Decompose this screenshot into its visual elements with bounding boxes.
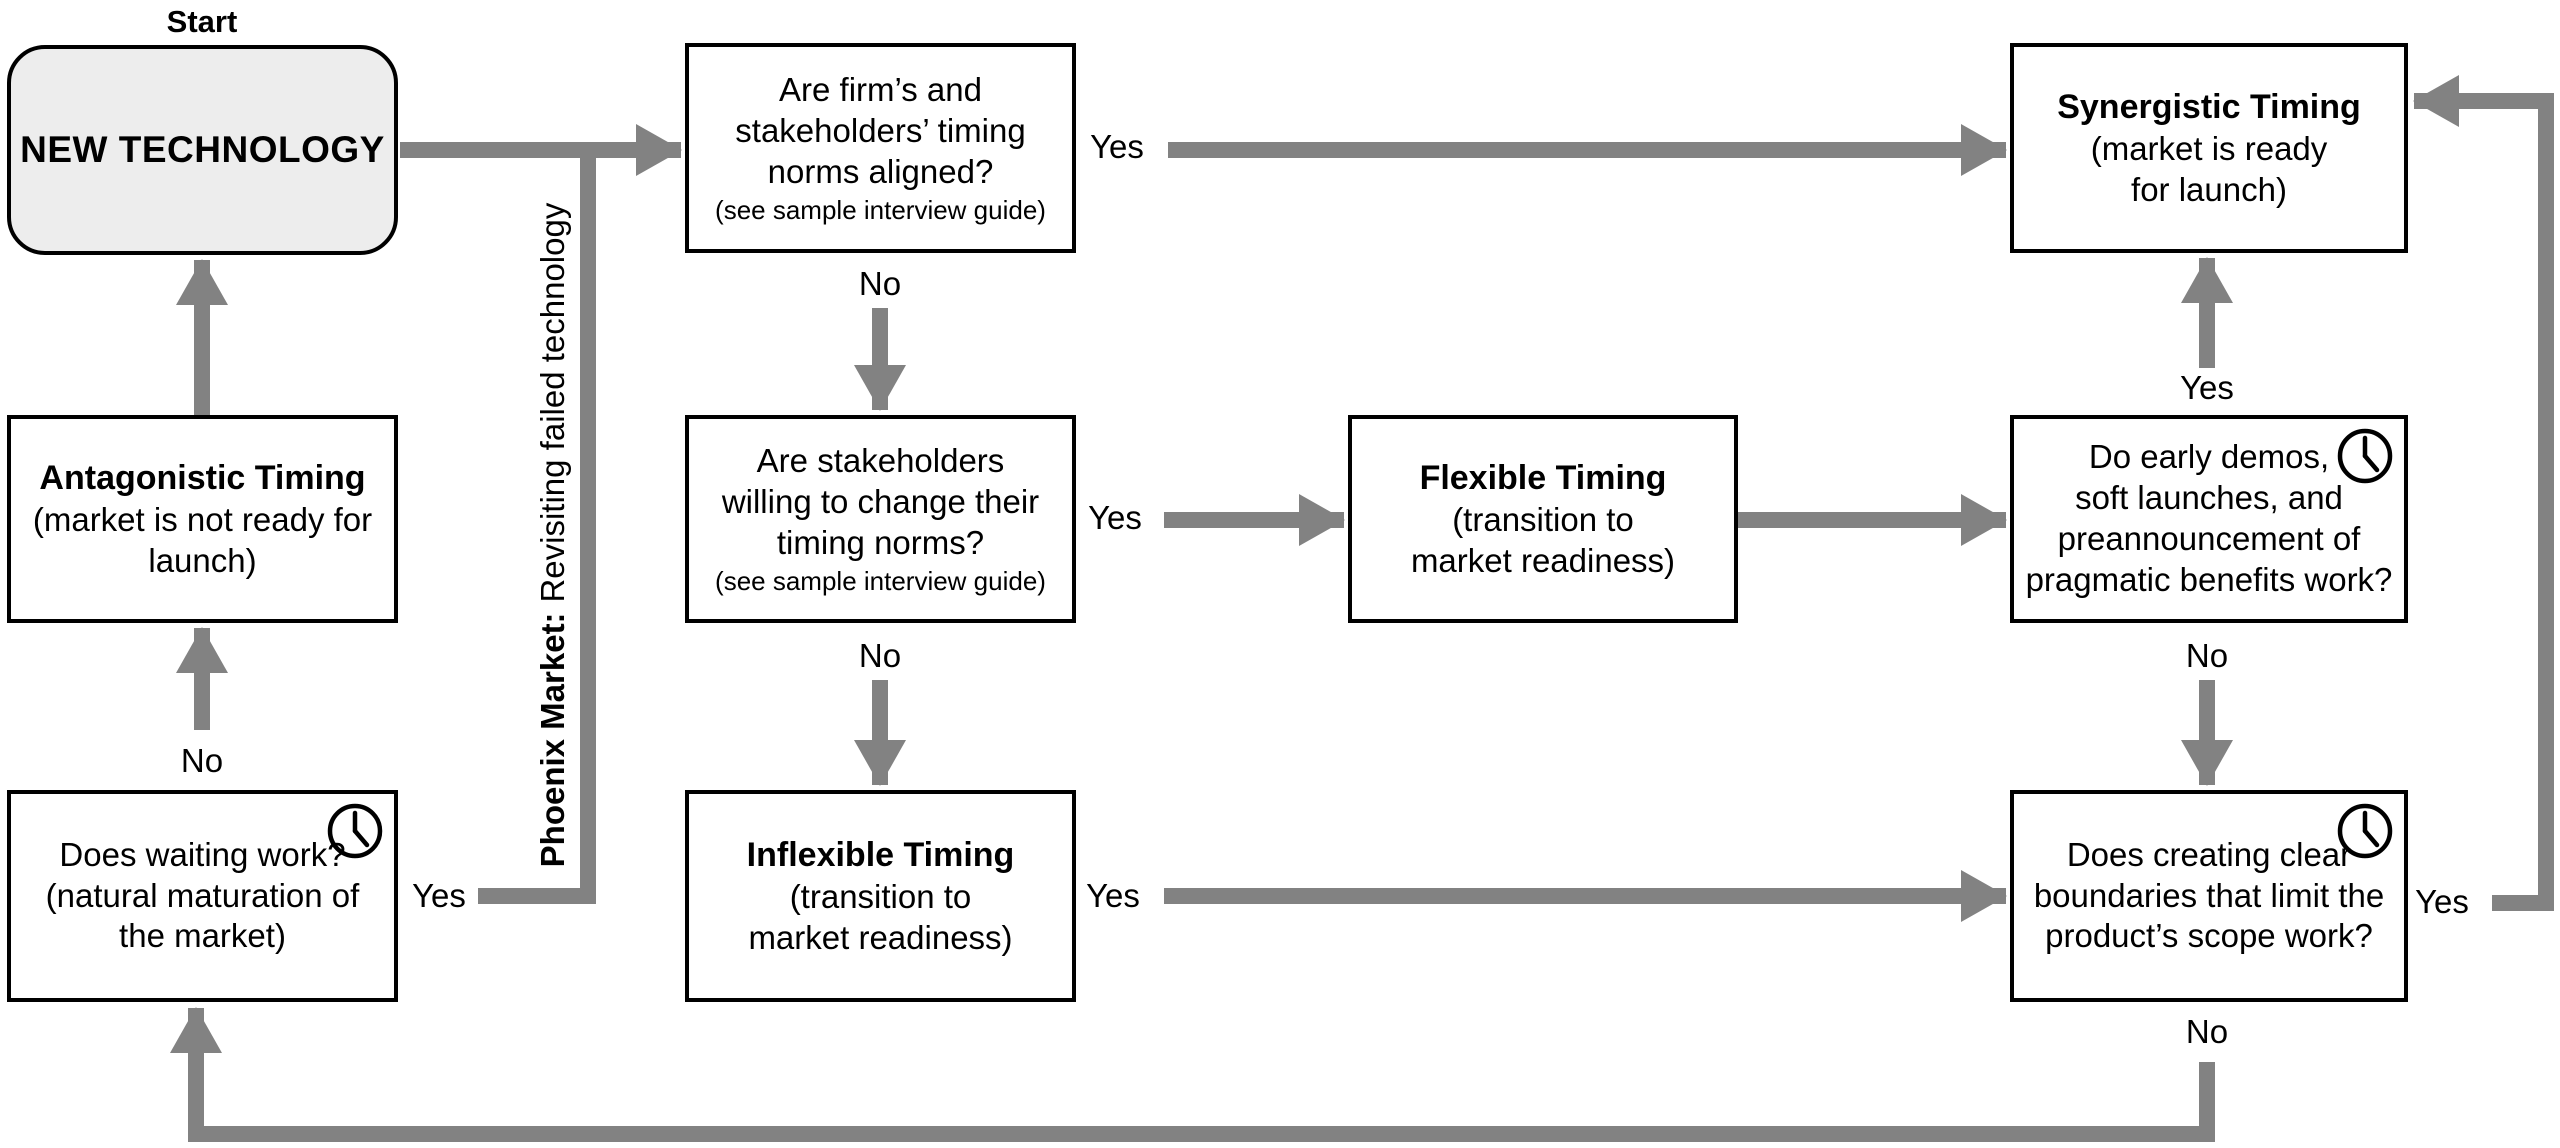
- edge-label-no-change: No: [858, 637, 902, 674]
- edge-label-yes-change: Yes: [1088, 499, 1142, 536]
- start-label: Start: [166, 4, 238, 39]
- node-question-text: Do early demos, soft launches, and prean…: [2025, 438, 2393, 598]
- node-flexible-timing: Flexible Timing (transition to market re…: [1348, 415, 1738, 623]
- edge-label-yes-inflexible: Yes: [1086, 877, 1140, 914]
- node-title: Flexible Timing: [1419, 459, 1667, 497]
- node-title: Antagonistic Timing: [39, 459, 366, 497]
- node-synergistic-timing: Synergistic Timing (market is ready for …: [2010, 43, 2408, 253]
- edge-label-yes-waiting: Yes: [412, 877, 466, 914]
- node-subtitle: (market is not ready for launch): [32, 501, 373, 580]
- edge-label-no-waiting: No: [180, 742, 224, 779]
- phoenix-market-label: Phoenix Market: Revisiting failed technol…: [534, 203, 572, 868]
- clock-icon: [2337, 428, 2393, 484]
- node-title: NEW TECHNOLOGY: [20, 129, 385, 170]
- node-question-note: (see sample interview guide): [715, 565, 1046, 596]
- node-question-text: Are firm’s and stakeholders’ timing norm…: [735, 71, 1026, 190]
- node-question-note: (see sample interview guide): [715, 194, 1046, 225]
- node-antagonistic-timing: Antagonistic Timing (market is not ready…: [7, 415, 398, 623]
- node-boundaries-question: Does creating clear boundaries that limi…: [2010, 790, 2408, 1002]
- node-question-text: Does waiting work? (natural maturation o…: [45, 835, 360, 955]
- phoenix-market-label-text: Revisiting failed technology: [534, 202, 571, 603]
- node-new-technology: NEW TECHNOLOGY: [7, 45, 398, 255]
- edge-label-no-norms: No: [858, 265, 902, 302]
- arrow-boundaries-yes-loop-to-synergistic: [2413, 75, 2554, 911]
- node-subtitle: (market is ready for launch): [2090, 130, 2328, 209]
- node-change-question: Are stakeholders willing to change their…: [685, 415, 1076, 623]
- edge-label-no-demos: No: [2185, 637, 2229, 674]
- node-title: Inflexible Timing: [746, 836, 1015, 874]
- arrow-phoenix-return-line: [478, 150, 596, 904]
- node-demos-question: Do early demos, soft launches, and prean…: [2010, 415, 2408, 623]
- node-question-text: Does creating clear boundaries that limi…: [2033, 835, 2385, 955]
- node-norms-question: Are firm’s and stakeholders’ timing norm…: [685, 43, 1076, 253]
- arrow-boundaries-no-loop-to-waiting: [170, 1007, 2215, 1142]
- edge-label-no-boundaries: No: [2185, 1013, 2229, 1050]
- node-title: Synergistic Timing: [2057, 88, 2361, 126]
- node-question-text: Are stakeholders willing to change their…: [721, 442, 1040, 561]
- edge-label-yes-demos: Yes: [2180, 369, 2234, 406]
- clock-icon: [2337, 803, 2393, 859]
- edge-label-yes-norms: Yes: [1090, 128, 1144, 165]
- clock-icon: [327, 803, 383, 859]
- node-inflexible-timing: Inflexible Timing (transition to market …: [685, 790, 1076, 1002]
- node-waiting-question: Does waiting work? (natural maturation o…: [7, 790, 398, 1002]
- phoenix-market-label-bold: Phoenix Market:: [534, 612, 571, 868]
- node-subtitle: (transition to market readiness): [748, 878, 1013, 957]
- node-subtitle: (transition to market readiness): [1410, 501, 1676, 580]
- edge-label-yes-boundaries: Yes: [2415, 883, 2469, 920]
